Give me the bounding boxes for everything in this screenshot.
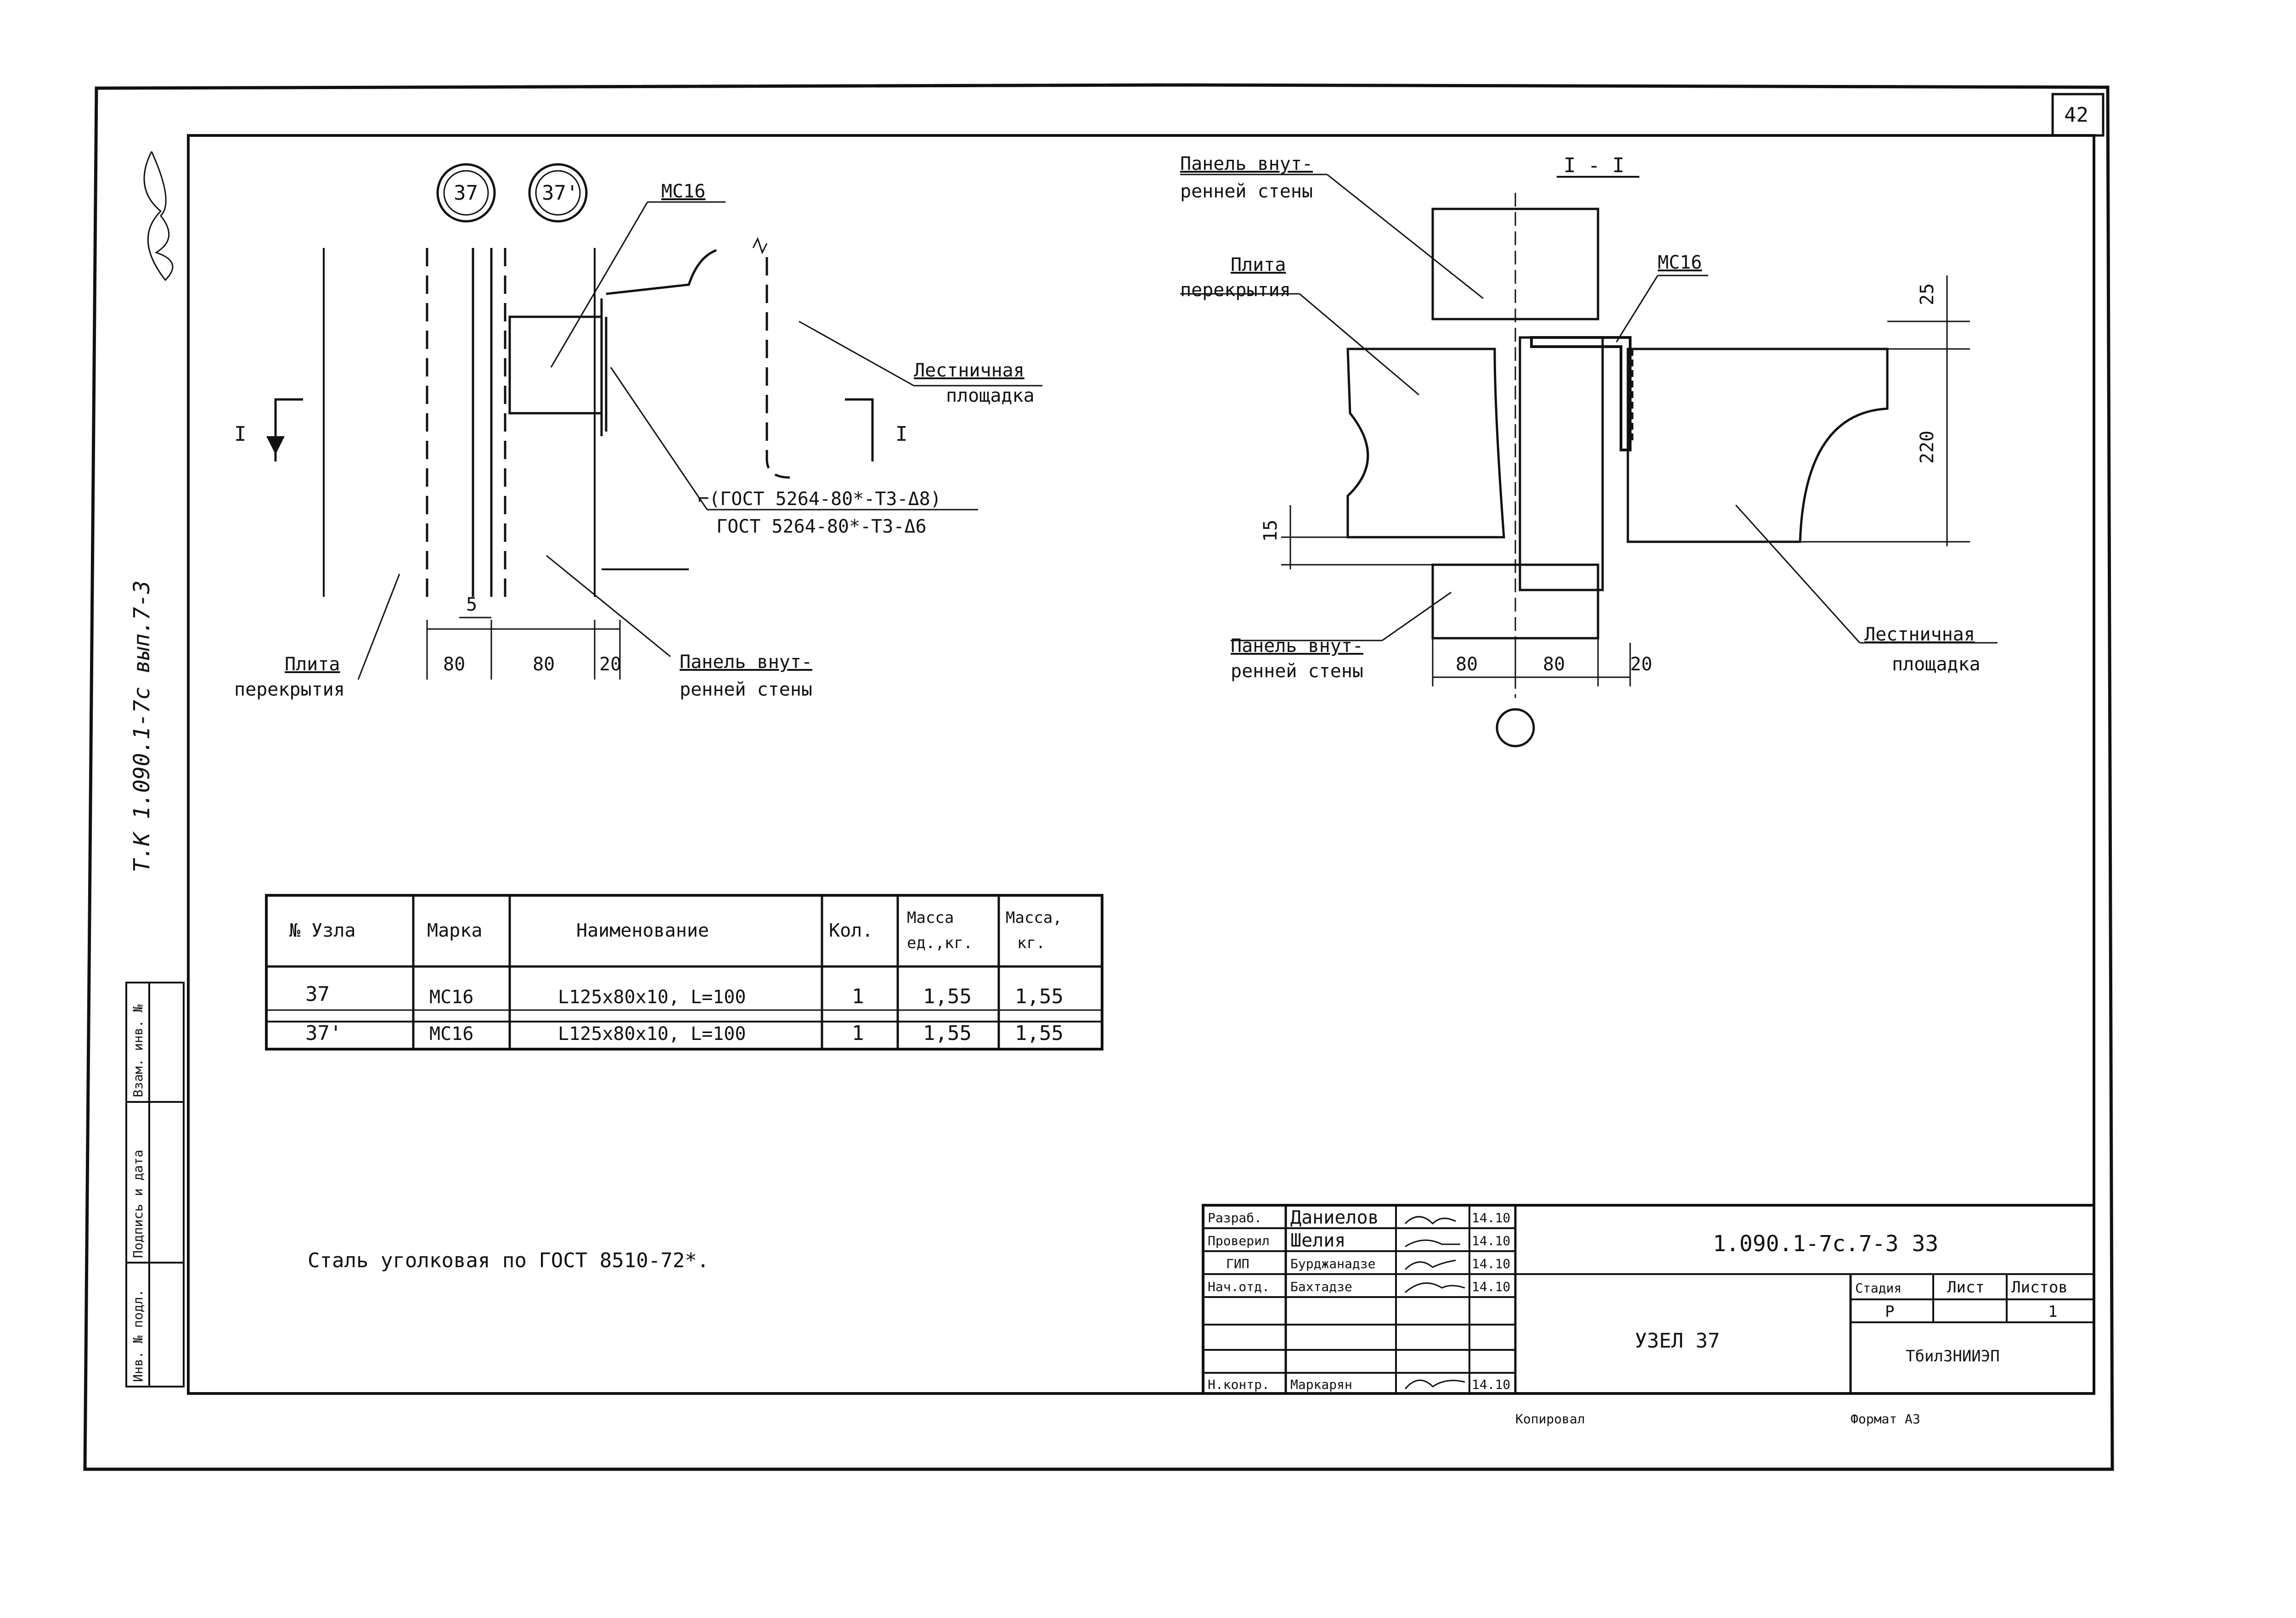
section-mark-right: I xyxy=(895,422,908,446)
mark-mc16-left: МС16 xyxy=(661,181,705,202)
dim-220: 220 xyxy=(1917,431,1938,464)
doc-code: 1.090.1-7с.7-3 33 xyxy=(1713,1231,1938,1257)
node-mark-37p: 37' xyxy=(542,181,578,205)
title-block: Разраб. Проверил ГИП Нач.отд. Н.контр. Д… xyxy=(1202,1204,2095,1395)
name-0: Даниелов xyxy=(1290,1207,1379,1228)
date-3: 14.10 xyxy=(1472,1279,1510,1294)
sheets-value: 1 xyxy=(2048,1303,2057,1321)
sheet-label: Лист xyxy=(1947,1278,1985,1297)
section-title: I - I xyxy=(1564,154,1624,177)
sec-dim-80-a: 80 xyxy=(1456,654,1478,675)
dim-15: 15 xyxy=(1260,520,1281,542)
dim-5-left: 5 xyxy=(466,594,477,615)
date-2: 14.10 xyxy=(1472,1256,1510,1271)
node-title: УЗЕЛ 37 xyxy=(1635,1329,1720,1353)
th-qty: Кол. xyxy=(829,920,873,941)
date-6: 14.10 xyxy=(1472,1377,1510,1392)
role-0: Разраб. xyxy=(1208,1210,1262,1225)
sec-dim-80-b: 80 xyxy=(1543,654,1565,675)
role-1: Проверил xyxy=(1208,1233,1270,1248)
dim-20: 20 xyxy=(599,654,621,675)
svg-text:1,55: 1,55 xyxy=(1015,985,1064,1008)
name-6: Маркарян xyxy=(1290,1377,1352,1392)
role-2: ГИП xyxy=(1226,1256,1249,1271)
th-mass: Масса,кг. xyxy=(1006,909,1062,952)
mark-mc16-section: МС16 xyxy=(1658,252,1702,273)
th-node: № Узла xyxy=(289,920,356,941)
section-view: I - I 25 220 xyxy=(1180,153,1998,747)
svg-text:1,55: 1,55 xyxy=(1015,1022,1064,1045)
left-strip: Т.К 1.090.1-7с вып.7-3 Инв. № подл. Подп… xyxy=(125,151,185,1388)
date-0: 14.10 xyxy=(1472,1210,1510,1225)
gost-1: ⌐(ГОСТ 5264-80*-Т3-Δ8) xyxy=(698,489,941,510)
svg-text:1: 1 xyxy=(852,1022,864,1045)
section-mark-left: I xyxy=(234,422,247,446)
svg-text:1,55: 1,55 xyxy=(923,985,972,1008)
stage-value: Р xyxy=(1885,1303,1894,1321)
panel-top-label: Панель внут-ренней стены xyxy=(1180,153,1313,202)
dim-80-b: 80 xyxy=(533,654,555,675)
panel-bottom-label: Панель внут-ренней стены xyxy=(1231,635,1363,682)
svg-text:1: 1 xyxy=(852,985,864,1008)
svg-text:МС16: МС16 xyxy=(429,1023,473,1045)
dim-25: 25 xyxy=(1917,283,1938,305)
svg-text:37: 37 xyxy=(305,983,330,1006)
sec-dim-20: 20 xyxy=(1630,654,1652,675)
page-number: 42 xyxy=(2064,103,2088,127)
stage-label: Стадия xyxy=(1855,1281,1902,1296)
svg-text:L125x80x10, L=100: L125x80x10, L=100 xyxy=(558,987,746,1008)
role-3: Нач.отд. xyxy=(1208,1279,1270,1294)
date-1: 14.10 xyxy=(1472,1233,1510,1248)
node-marks: 37 37' xyxy=(436,163,588,223)
name-3: Бахтадзе xyxy=(1290,1279,1352,1294)
sheets-label: Листов xyxy=(2011,1278,2068,1297)
footer-format: Формат А3 xyxy=(1851,1411,1920,1427)
org-name: ТбилЗНИИЭП xyxy=(1906,1347,2000,1365)
table-row: 37' МС16 L125x80x10, L=100 1 1,55 1,55 xyxy=(305,1022,1064,1045)
footer-copied: Копировал xyxy=(1515,1411,1585,1427)
svg-text:1,55: 1,55 xyxy=(923,1022,972,1045)
strip-inv-podl: Инв. № подл. xyxy=(130,1289,146,1382)
svg-text:МС16: МС16 xyxy=(429,987,473,1008)
strip-vzam: Взам. инв. № xyxy=(130,1005,146,1097)
strip-podpis: Подпись и дата xyxy=(130,1150,146,1258)
steel-note: Сталь уголковая по ГОСТ 8510-72*. xyxy=(308,1249,709,1272)
dim-80-a: 80 xyxy=(443,654,465,675)
node-mark-37: 37 xyxy=(454,181,478,205)
th-mark: Марка xyxy=(427,920,482,941)
th-name: Наименование xyxy=(576,920,709,941)
gost-2: ГОСТ 5264-80*-Т3-Δ6 xyxy=(716,516,927,537)
table-row: 37 МС16 L125x80x10, L=100 1 1,55 1,55 xyxy=(305,983,1064,1008)
role-6: Н.контр. xyxy=(1208,1377,1270,1392)
svg-text:37': 37' xyxy=(305,1022,342,1045)
name-1: Шелия xyxy=(1290,1230,1345,1251)
svg-text:L125x80x10, L=100: L125x80x10, L=100 xyxy=(558,1023,746,1045)
name-2: Бурджанадзе xyxy=(1290,1256,1375,1271)
side-code: Т.К 1.090.1-7с вып.7-3 xyxy=(129,580,155,872)
panel-label-left: Панель внут-ренней стены xyxy=(680,652,812,700)
